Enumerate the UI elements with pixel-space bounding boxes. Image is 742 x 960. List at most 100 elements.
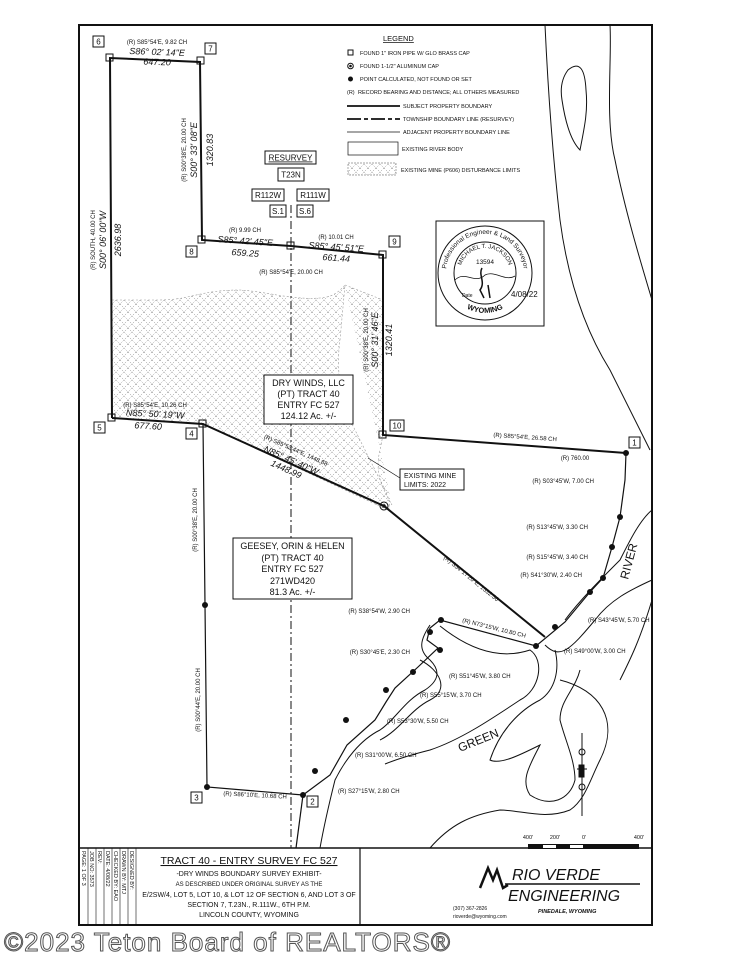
parcel-dry-winds: DRY WINDS, LLC (PT) TRACT 40 ENTRY FC 52… bbox=[263, 374, 354, 425]
range-right: R111W bbox=[300, 191, 326, 200]
svg-text:3: 3 bbox=[194, 794, 199, 803]
svg-text:(R) S85°54'E, 9.82 CH: (R) S85°54'E, 9.82 CH bbox=[127, 40, 187, 46]
svg-text:(R) 9.99 CH: (R) 9.99 CH bbox=[229, 228, 261, 234]
company-city: PINEDALE, WYOMING bbox=[538, 909, 597, 915]
svg-text:(R) S31°00'W, 6.50 CH: (R) S31°00'W, 6.50 CH bbox=[355, 753, 417, 759]
svg-text:200': 200' bbox=[550, 835, 560, 841]
company-name-line1: RIO VERDE bbox=[512, 867, 600, 884]
scale-bar: 400' 200' 0' 400' bbox=[523, 835, 644, 849]
iron-pipe-marker bbox=[196, 56, 205, 65]
svg-text:(R) S00°38'E, 20.00 CH: (R) S00°38'E, 20.00 CH bbox=[182, 118, 188, 182]
svg-text:1: 1 bbox=[632, 439, 637, 448]
calculated-points bbox=[202, 450, 629, 798]
checked-by: CHECKED BY: EAO bbox=[112, 851, 118, 902]
legend: LEGEND FOUND 1" IRON PIPE W/ GLO BRASS C… bbox=[347, 34, 521, 176]
svg-text:TOWNSHIP BOUNDARY LINE (RESURV: TOWNSHIP BOUNDARY LINE (RESURVEY) bbox=[403, 117, 514, 123]
svg-text:10: 10 bbox=[393, 422, 402, 431]
svg-text:(R) S38°54'W, 2.90 CH: (R) S38°54'W, 2.90 CH bbox=[348, 609, 410, 615]
svg-text:ENTRY FC 527: ENTRY FC 527 bbox=[277, 400, 339, 410]
svg-text:659.25: 659.25 bbox=[231, 247, 260, 259]
range-left: R112W bbox=[255, 191, 282, 200]
township-t23n: T23N bbox=[281, 171, 301, 180]
svg-text:(R) S53°30'W, 5.50 CH: (R) S53°30'W, 5.50 CH bbox=[387, 719, 449, 725]
title-block: DESIGNED BY: DRAWN BY: MTJ CHECKED BY: E… bbox=[80, 848, 640, 925]
svg-text:ENTRY FC 527: ENTRY FC 527 bbox=[261, 564, 323, 574]
svg-text:5: 5 bbox=[97, 424, 102, 433]
svg-text:661.44: 661.44 bbox=[322, 252, 350, 264]
drawn-by: DRAWN BY: MTJ bbox=[120, 851, 126, 894]
svg-text:GEESEY, ORIN & HELEN: GEESEY, ORIN & HELEN bbox=[240, 541, 344, 551]
svg-text:AS DESCRIBED UNDER ORIGINAL SU: AS DESCRIBED UNDER ORIGINAL SURVEY AS TH… bbox=[176, 882, 323, 888]
designed-by: DESIGNED BY: bbox=[128, 851, 134, 890]
svg-text:SECTION 7, T.23N., R.111W., 6T: SECTION 7, T.23N., R.111W., 6TH P.M. bbox=[187, 902, 310, 909]
svg-text:4: 4 bbox=[189, 430, 194, 439]
corner-label-6: 6 bbox=[92, 35, 105, 48]
svg-text:(R) S27°15'W, 2.80 CH: (R) S27°15'W, 2.80 CH bbox=[338, 789, 400, 795]
iron-pipe-marker bbox=[107, 413, 116, 422]
seal-date: 4/08/22 bbox=[511, 290, 538, 299]
corner-label-8: 8 bbox=[185, 245, 198, 258]
svg-text:S00° 33' 08"E: S00° 33' 08"E bbox=[189, 121, 199, 178]
corner-label-7: 7 bbox=[204, 42, 217, 55]
mine-limits-callout: EXISTING MINE LIMITS: 2022 bbox=[367, 457, 465, 491]
svg-text:(PT) TRACT 40: (PT) TRACT 40 bbox=[277, 389, 339, 399]
svg-text:EXISTING MINE: EXISTING MINE bbox=[404, 473, 456, 480]
svg-text:FOUND 1-1/2" ALUMINUM CAP: FOUND 1-1/2" ALUMINUM CAP bbox=[360, 64, 439, 70]
aluminum-cap-legend-icon bbox=[347, 62, 354, 70]
svg-text:ADJACENT PROPERTY BOUNDARY LIN: ADJACENT PROPERTY BOUNDARY LINE bbox=[403, 130, 510, 136]
iron-pipe-marker bbox=[105, 53, 114, 62]
svg-text:(R) S85°54'E, 20.00 CH: (R) S85°54'E, 20.00 CH bbox=[259, 270, 323, 276]
parcel-geesey: GEESEY, ORIN & HELEN (PT) TRACT 40 ENTRY… bbox=[232, 537, 353, 600]
svg-text:RECORD BEARING AND DISTANCE; A: RECORD BEARING AND DISTANCE; ALL OTHERS … bbox=[358, 90, 519, 96]
svg-text:SUBJECT PROPERTY BOUNDARY: SUBJECT PROPERTY BOUNDARY bbox=[403, 104, 492, 110]
company-phone: (307) 367-2826 bbox=[453, 906, 487, 912]
bucking-horse-icon bbox=[479, 267, 491, 299]
watermark: ©2023 Teton Board of REALTORS® bbox=[4, 927, 451, 958]
township-labels: RESURVEY T23N R112W R111W S.1 S.6 bbox=[251, 150, 330, 218]
drawing-title: TRACT 40 - ENTRY SURVEY FC 527 bbox=[160, 855, 337, 867]
svg-text:1320.83: 1320.83 bbox=[205, 134, 215, 167]
svg-text:400': 400' bbox=[523, 835, 533, 841]
iron-pipe-marker bbox=[286, 241, 295, 250]
svg-text:FOUND 1" IRON PIPE W/ GLO BRAS: FOUND 1" IRON PIPE W/ GLO BRASS CAP bbox=[360, 51, 470, 57]
river-body bbox=[319, 24, 653, 849]
company-email: rioverde@wyoming.com bbox=[453, 914, 507, 920]
svg-text:(R) S55°15'W, 3.70 CH: (R) S55°15'W, 3.70 CH bbox=[420, 693, 482, 699]
svg-text:124.12 Ac. +/-: 124.12 Ac. +/- bbox=[281, 411, 337, 421]
svg-text:S00° 06' 00"W: S00° 06' 00"W bbox=[98, 209, 108, 269]
seal-state: WYOMING bbox=[466, 302, 504, 315]
svg-text:S85° 42' 45"E: S85° 42' 45"E bbox=[217, 234, 274, 248]
company-name-line2: ENGINEERING bbox=[508, 888, 620, 905]
svg-text:647.20: 647.20 bbox=[143, 57, 171, 68]
section-right: S.6 bbox=[299, 207, 312, 216]
revision: REV: bbox=[96, 851, 102, 864]
corner-label-1: 1 bbox=[628, 436, 641, 449]
svg-text:2636.98: 2636.98 bbox=[113, 224, 123, 258]
svg-text:(R) S86°10'E, 10.68 CH: (R) S86°10'E, 10.68 CH bbox=[223, 791, 287, 800]
svg-text:(R) S13°45'W, 3.30 CH: (R) S13°45'W, 3.30 CH bbox=[526, 525, 588, 531]
signature bbox=[454, 273, 516, 281]
section-left: S.1 bbox=[272, 207, 285, 216]
svg-text:S85° 45' 51"E: S85° 45' 51"E bbox=[308, 240, 365, 254]
svg-text:8: 8 bbox=[189, 248, 194, 257]
seal-date-label: Date bbox=[462, 293, 473, 299]
svg-text:(R) S54°17'20"E, 1532.56: (R) S54°17'20"E, 1532.56 bbox=[442, 555, 500, 603]
corner-labels: 6 7 8 9 10 1 5 4 3 2 bbox=[92, 35, 641, 808]
iron-pipe-legend-icon bbox=[347, 49, 354, 56]
svg-text:(R) S41°30'W, 2.40 CH: (R) S41°30'W, 2.40 CH bbox=[520, 573, 582, 579]
svg-text:(R) S00°44'E, 20.00 CH: (R) S00°44'E, 20.00 CH bbox=[196, 668, 202, 732]
svg-text:2: 2 bbox=[310, 798, 315, 807]
svg-text:LEGEND: LEGEND bbox=[383, 34, 414, 43]
svg-text:81.3 Ac. +/-: 81.3 Ac. +/- bbox=[270, 587, 316, 597]
svg-text:400': 400' bbox=[634, 835, 644, 841]
aluminum-cap-marker bbox=[379, 501, 389, 511]
svg-text:6: 6 bbox=[96, 38, 101, 47]
svg-text:LINCOLN COUNTY, WYOMING: LINCOLN COUNTY, WYOMING bbox=[199, 912, 299, 919]
svg-text:(R) S15°45'W, 3.40 CH: (R) S15°45'W, 3.40 CH bbox=[526, 555, 588, 561]
svg-text:(R) 10.01 CH: (R) 10.01 CH bbox=[318, 235, 353, 241]
iron-pipe-marker bbox=[198, 419, 207, 428]
rio-verde-logo-icon bbox=[478, 864, 509, 890]
svg-text:(R) S03°45'W, 7.00 CH: (R) S03°45'W, 7.00 CH bbox=[532, 479, 594, 485]
svg-text:(R) S85°54'E, 26.58 CH: (R) S85°54'E, 26.58 CH bbox=[493, 433, 557, 443]
corner-label-5: 5 bbox=[93, 421, 106, 434]
